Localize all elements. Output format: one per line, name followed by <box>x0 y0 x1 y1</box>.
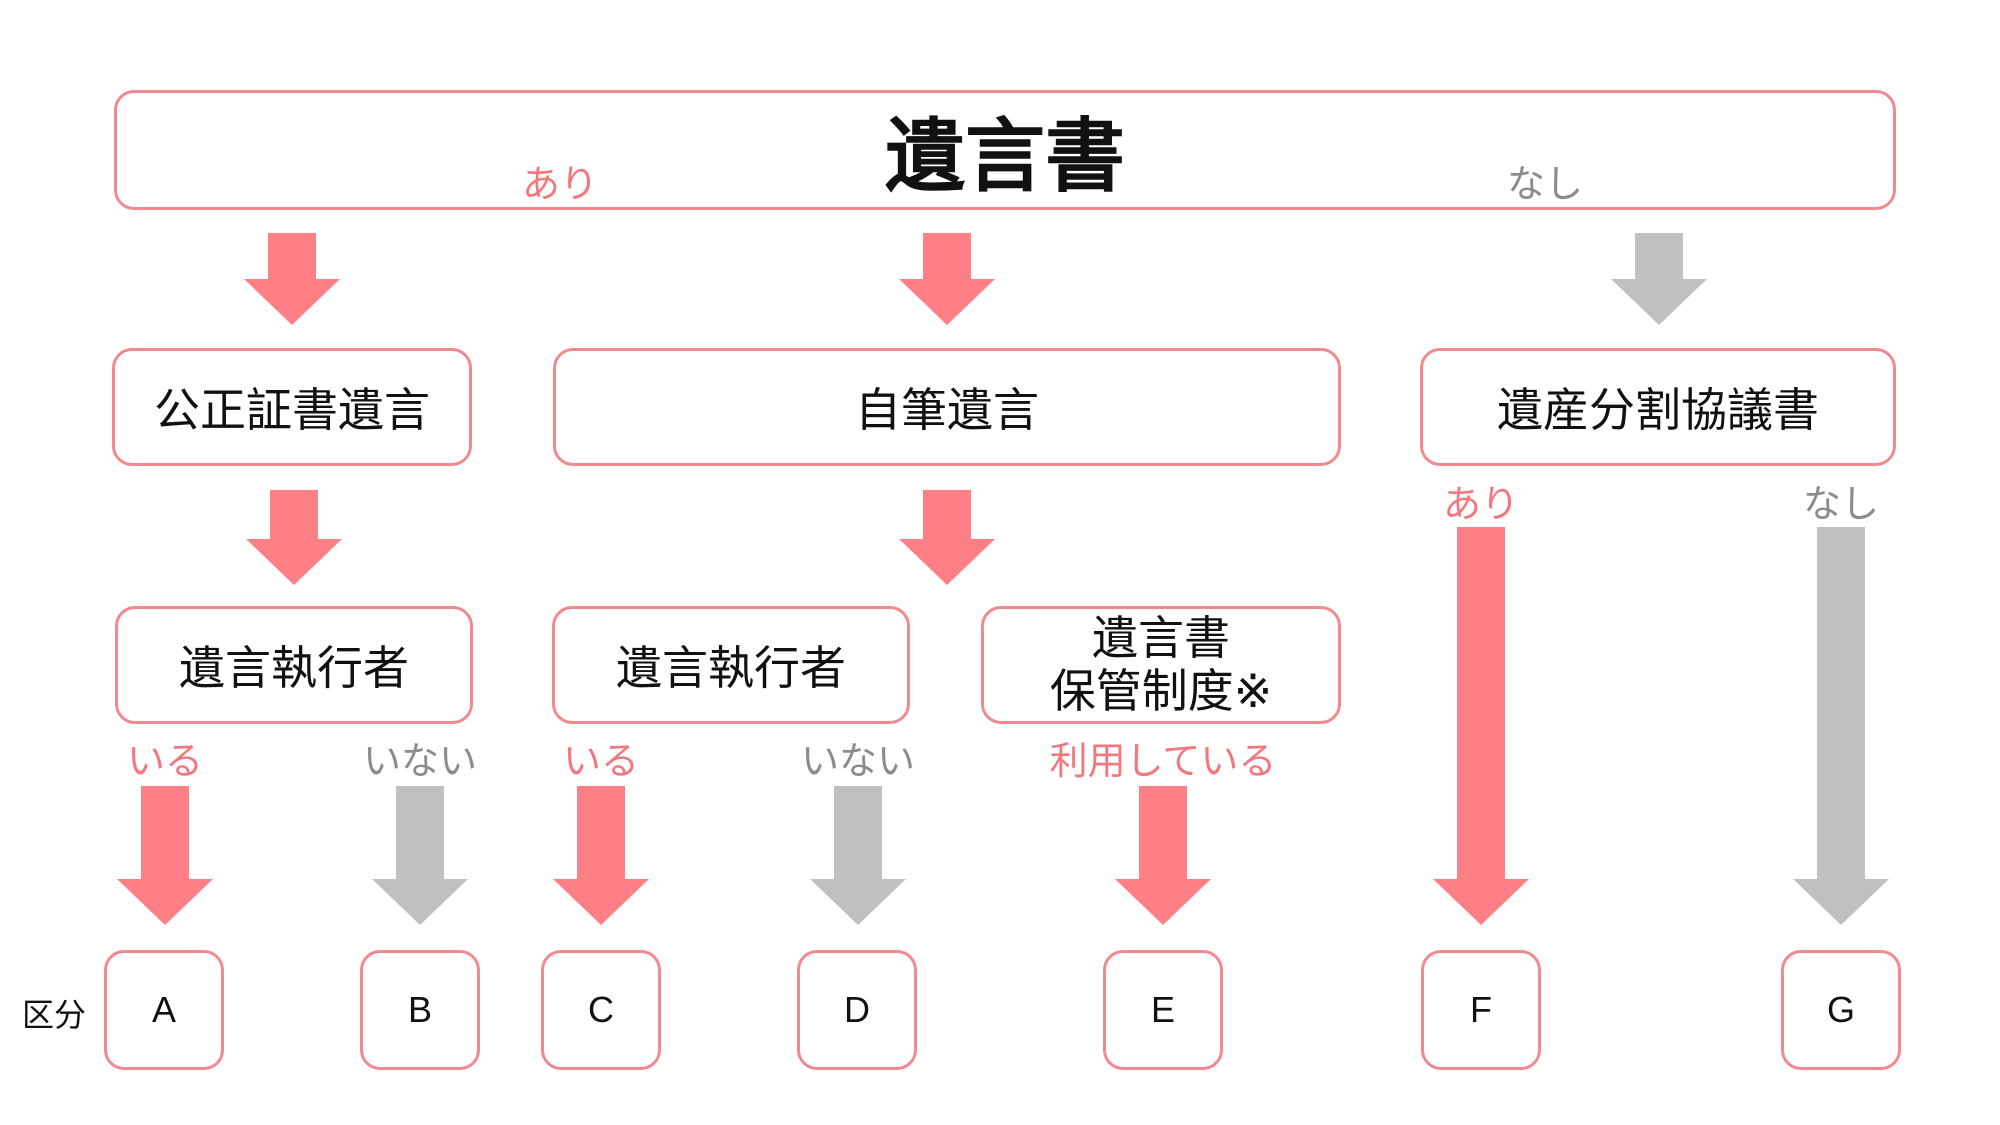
will-no-label: なし <box>1506 162 1584 206</box>
category-c: C <box>588 989 614 1030</box>
category-d-box: D <box>797 950 917 1070</box>
category-b: B <box>407 989 432 1030</box>
division-agreement-label: 遺産分割協議書 <box>1497 383 1819 437</box>
arrow-to-category-g <box>1793 527 1889 925</box>
category-heading: 区分 <box>22 996 87 1034</box>
category-e: E <box>1150 989 1175 1030</box>
branch-label-f: あり <box>1442 482 1520 526</box>
arrow-will-to-agreement <box>1611 233 1707 325</box>
notarial-will-label: 公正証書遺言 <box>154 383 430 437</box>
executor-box-middle: 遺言執行者 <box>552 606 910 724</box>
storage-line2: 保管制度※ <box>1049 664 1273 718</box>
arrow-to-category-d <box>810 786 906 925</box>
arrow-to-category-f <box>1433 527 1529 925</box>
category-a: A <box>151 989 176 1030</box>
branch-label-b: いない <box>362 739 478 783</box>
branch-label-a: いる <box>126 739 204 783</box>
storage-system-box: 遺言書 保管制度※ <box>981 606 1341 724</box>
category-g: G <box>1826 989 1855 1030</box>
category-d: D <box>844 989 870 1030</box>
category-c-box: C <box>541 950 661 1070</box>
branch-label-c: いる <box>562 739 640 783</box>
category-a-box: A <box>104 950 224 1070</box>
will-box: 遺言書 <box>114 90 1896 210</box>
division-agreement-box: 遺産分割協議書 <box>1420 348 1896 466</box>
executor-box-left: 遺言執行者 <box>115 606 473 724</box>
executor-middle-label: 遺言執行者 <box>616 641 846 695</box>
will-title: 遺言書 <box>885 110 1125 203</box>
arrow-to-category-e <box>1115 786 1211 925</box>
category-f: F <box>1470 989 1492 1030</box>
branch-label-g: なし <box>1802 482 1880 526</box>
storage-line1: 遺言書 <box>1092 611 1230 666</box>
category-e-box: E <box>1103 950 1223 1070</box>
category-f-box: F <box>1421 950 1541 1070</box>
arrow-to-category-b <box>372 786 468 925</box>
arrow-will-to-notarial <box>244 233 340 325</box>
arrow-will-to-holographic <box>899 233 995 325</box>
arrow-to-category-c <box>553 786 649 925</box>
arrow-notarial-to-executor <box>246 490 342 585</box>
will-yes-label: あり <box>521 162 599 206</box>
executor-left-label: 遺言執行者 <box>179 641 409 695</box>
arrow-holographic-to-next <box>899 490 995 585</box>
category-b-box: B <box>360 950 480 1070</box>
holographic-will-box: 自筆遺言 <box>553 348 1341 466</box>
notarial-will-box: 公正証書遺言 <box>112 348 472 466</box>
branch-label-d: いない <box>800 739 916 783</box>
holographic-will-label: 自筆遺言 <box>855 383 1039 437</box>
arrow-to-category-a <box>117 786 213 925</box>
category-g-box: G <box>1781 950 1901 1070</box>
branch-label-e: 利用している <box>1049 739 1277 783</box>
